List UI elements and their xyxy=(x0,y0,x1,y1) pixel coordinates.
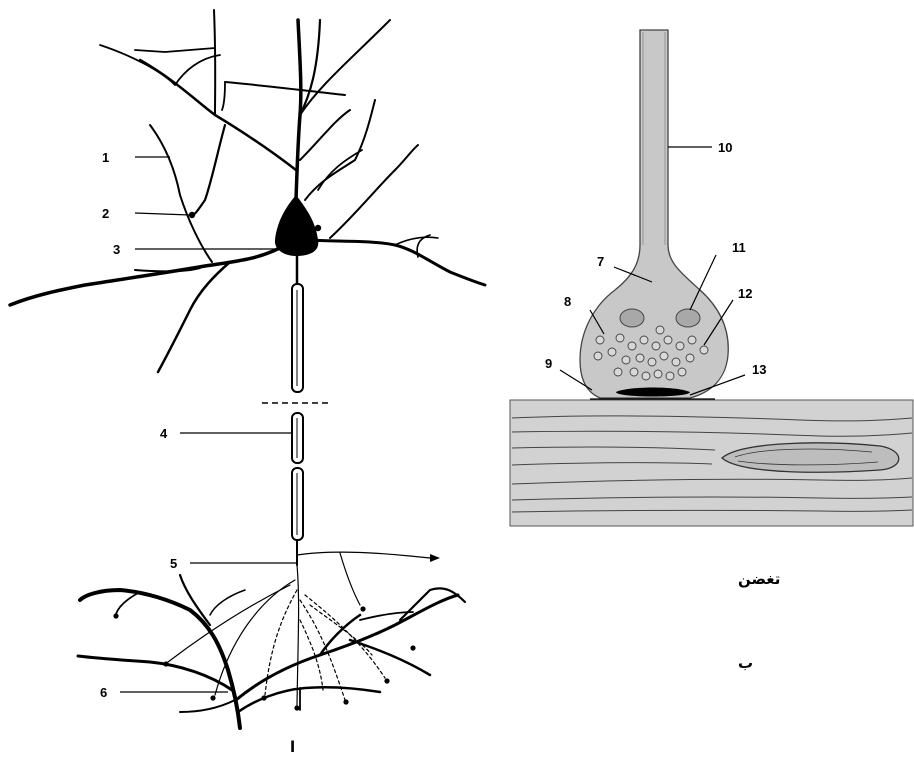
dendrite-tree-upper xyxy=(100,10,390,200)
figure-letter-a: ا xyxy=(290,738,295,756)
label-11: 11 xyxy=(732,240,746,255)
label-8: 8 xyxy=(564,294,571,309)
synapse-diagram: 10 7 8 9 11 12 13 تغضن ب xyxy=(510,30,913,672)
neuron-leader-lines xyxy=(120,157,296,692)
label-2: 2 xyxy=(102,206,109,221)
label-5: 5 xyxy=(170,556,177,571)
neuron-diagram: 1 2 3 4 5 6 ا xyxy=(10,10,485,756)
axon-terminals xyxy=(163,552,440,711)
myelinated-axon xyxy=(262,256,328,565)
label-9: 9 xyxy=(545,356,552,371)
label-1: 1 xyxy=(102,150,109,165)
postsynaptic-tissue xyxy=(510,400,913,526)
mitochondrion xyxy=(620,309,644,327)
label-3: 3 xyxy=(113,242,120,257)
dendrite-tree-right xyxy=(310,145,485,285)
figure-letter-b: ب xyxy=(738,654,753,672)
label-12: 12 xyxy=(738,286,752,301)
synapse-caption-word: تغضن xyxy=(738,570,780,588)
label-7: 7 xyxy=(597,254,604,269)
label-4: 4 xyxy=(160,426,168,441)
label-6: 6 xyxy=(100,685,107,700)
dendrite-tree-lower xyxy=(78,575,465,728)
tissue-nucleus xyxy=(722,443,899,472)
mitochondrion xyxy=(676,309,700,327)
cell-body xyxy=(275,195,318,256)
label-10: 10 xyxy=(718,140,732,155)
label-13: 13 xyxy=(752,362,766,377)
